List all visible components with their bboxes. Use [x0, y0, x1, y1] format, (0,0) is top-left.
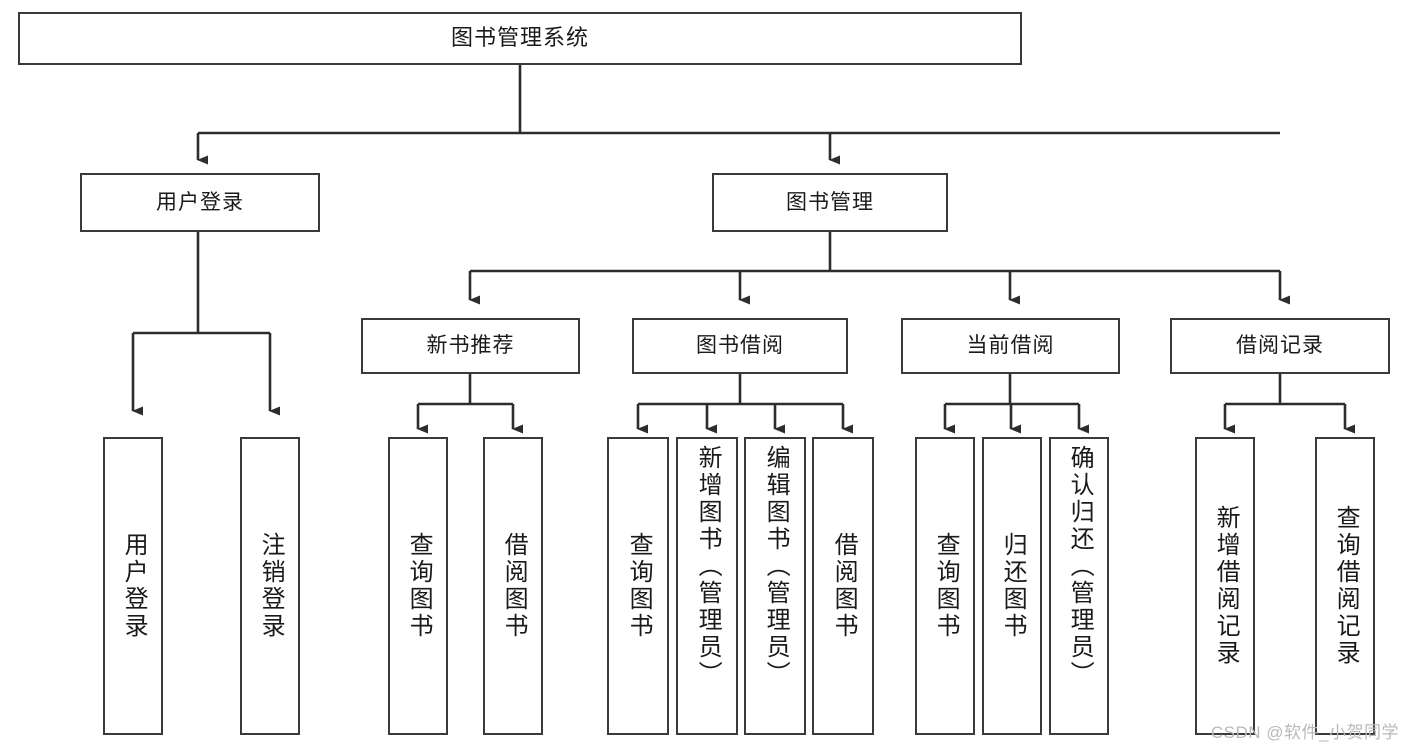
node-book-management-label: 图书管理 [786, 190, 874, 214]
node-current-borrow-label: 当前借阅 [966, 334, 1055, 358]
leaf-label: 借阅图书 [500, 532, 528, 640]
leaf-user-login-login[interactable]: 用户登录 [103, 437, 163, 735]
node-current-borrow[interactable]: 当前借阅 [901, 318, 1120, 374]
leaf-current-borrow-query[interactable]: 查询图书 [915, 437, 975, 735]
leaf-book-borrow-add[interactable]: 新增图书（管理员） [676, 437, 738, 735]
node-borrow-record-label: 借阅记录 [1236, 334, 1324, 358]
leaf-label: 编辑图书（管理员） [762, 445, 790, 688]
node-root[interactable]: 图书管理系统 [18, 12, 1022, 65]
node-book-management[interactable]: 图书管理 [712, 173, 948, 232]
leaf-user-login-logout[interactable]: 注销登录 [240, 437, 300, 735]
leaf-current-borrow-confirm-return[interactable]: 确认归还（管理员） [1049, 437, 1109, 735]
leaf-label: 查询图书 [932, 532, 960, 640]
node-new-book-recommend-label: 新书推荐 [426, 334, 515, 358]
leaf-label: 归还图书 [999, 532, 1027, 640]
leaf-label: 查询图书 [625, 532, 653, 640]
leaf-label: 查询借阅记录 [1332, 505, 1360, 667]
leaf-label: 查询图书 [405, 532, 433, 640]
leaf-label: 用户登录 [120, 532, 148, 640]
leaf-borrow-record-add[interactable]: 新增借阅记录 [1195, 437, 1255, 735]
node-book-borrow[interactable]: 图书借阅 [632, 318, 848, 374]
node-book-borrow-label: 图书借阅 [696, 334, 784, 358]
node-user-login[interactable]: 用户登录 [80, 173, 320, 232]
leaf-label: 新增图书（管理员） [694, 445, 722, 688]
leaf-new-book-query[interactable]: 查询图书 [388, 437, 448, 735]
node-new-book-recommend[interactable]: 新书推荐 [361, 318, 580, 374]
leaf-new-book-borrow[interactable]: 借阅图书 [483, 437, 543, 735]
leaf-label: 注销登录 [257, 532, 285, 640]
node-borrow-record[interactable]: 借阅记录 [1170, 318, 1390, 374]
leaf-label: 确认归还（管理员） [1066, 445, 1094, 688]
leaf-borrow-record-query[interactable]: 查询借阅记录 [1315, 437, 1375, 735]
node-user-login-label: 用户登录 [156, 190, 244, 214]
node-root-label: 图书管理系统 [450, 25, 589, 51]
leaf-book-borrow-edit[interactable]: 编辑图书（管理员） [744, 437, 806, 735]
leaf-book-borrow-borrow[interactable]: 借阅图书 [812, 437, 874, 735]
leaf-current-borrow-return[interactable]: 归还图书 [982, 437, 1042, 735]
leaf-label: 借阅图书 [830, 532, 858, 640]
leaf-label: 新增借阅记录 [1212, 505, 1240, 667]
leaf-book-borrow-query[interactable]: 查询图书 [607, 437, 669, 735]
